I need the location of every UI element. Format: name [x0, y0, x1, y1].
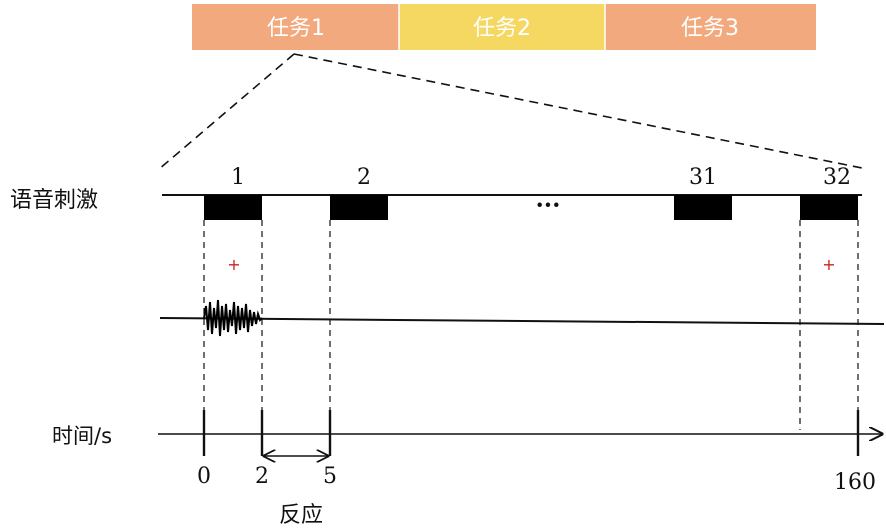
time-tick-label: 2 [255, 464, 269, 489]
stimulus-number: 2 [357, 165, 371, 190]
task-1-label: 任务1 [267, 16, 325, 41]
stimulus-block [800, 195, 858, 220]
stimulus-number: 32 [823, 165, 851, 190]
stimulus-block [204, 195, 262, 220]
time-tick-label: 0 [197, 464, 211, 489]
task-bar: 任务1 任务2 任务3 [192, 4, 816, 50]
task-3-label: 任务3 [681, 16, 739, 41]
stimulus-block [674, 195, 732, 220]
zoom-line-right [293, 53, 863, 169]
zoom-line-left [157, 53, 295, 171]
response-label: 反应 [279, 503, 323, 528]
response-baseline [159, 317, 885, 325]
fixation-cross: + [227, 255, 240, 274]
task-1-block [192, 4, 399, 50]
stimulus-row-label: 语音刺激 [10, 188, 98, 213]
stimulus-block [330, 195, 388, 220]
task-2-label: 任务2 [473, 16, 531, 41]
fixation-cross: + [822, 255, 835, 274]
stimulus-number: 1 [231, 165, 245, 190]
stimulus-number: 31 [689, 165, 717, 190]
time-axis-label: 时间/s [52, 424, 112, 448]
time-tick-label: 5 [323, 464, 337, 489]
speech-waveform [203, 299, 263, 337]
task-3-block [605, 4, 816, 50]
task-2-block [399, 4, 605, 50]
time-tick-label: 160 [834, 470, 876, 495]
stimulus-ellipsis: ··· [535, 190, 560, 219]
